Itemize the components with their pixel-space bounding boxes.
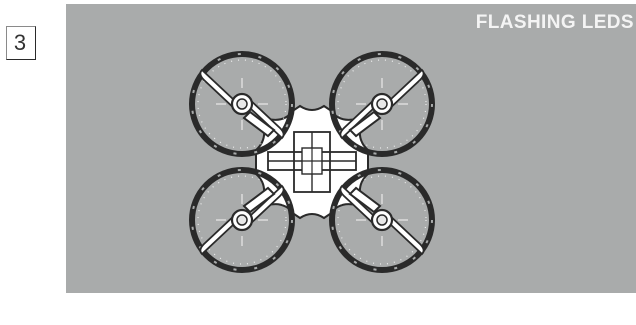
panel-title: FLASHING LEDS bbox=[476, 12, 634, 34]
rotor-top-right bbox=[332, 54, 432, 154]
rotor-bottom-left bbox=[192, 170, 292, 270]
quadcopter-drone-illustration bbox=[182, 48, 442, 288]
rotor-bottom-right bbox=[332, 170, 432, 270]
rotor-top-left bbox=[192, 54, 292, 154]
step-number: 3 bbox=[7, 27, 33, 58]
instruction-panel: FLASHING LEDS bbox=[66, 4, 636, 293]
step-number-badge: 3 bbox=[6, 26, 36, 60]
